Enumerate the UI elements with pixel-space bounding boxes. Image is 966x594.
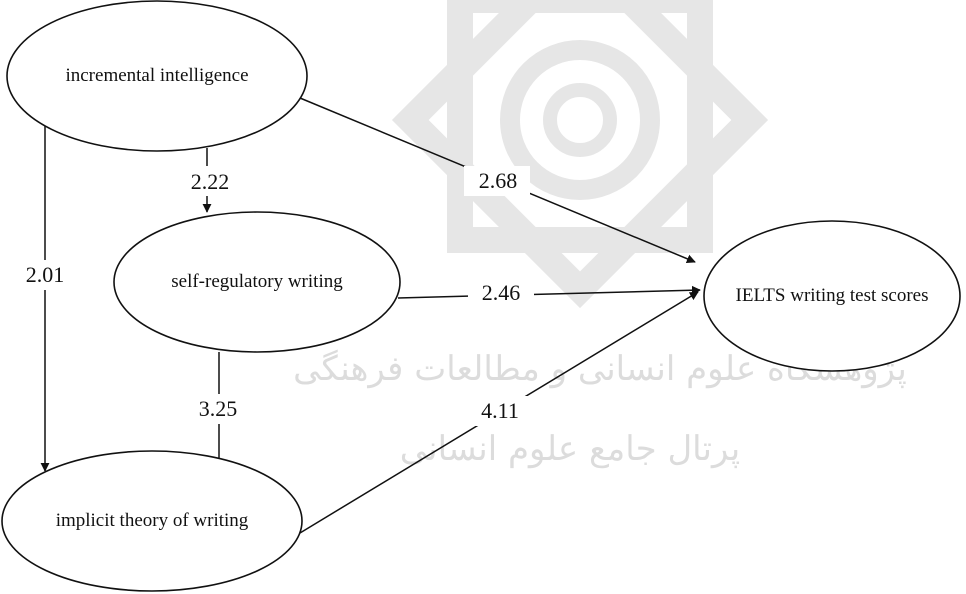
node-label-incremental-intelligence: incremental intelligence	[65, 65, 248, 86]
node-incremental-intelligence: incremental intelligence	[6, 0, 308, 152]
node-label-self-regulatory-writing: self-regulatory writing	[171, 271, 343, 292]
node-implicit-theory: implicit theory of writing	[1, 450, 303, 592]
watermark-line-2: پرتال جامع علوم انسانی	[400, 429, 740, 469]
node-label-implicit-theory: implicit theory of writing	[56, 510, 249, 531]
edge-label-ii-to-srw: 2.22	[191, 169, 230, 194]
edge-srw-to-ielts	[397, 285, 701, 299]
edge-label-implicit-to-ielts: 4.11	[481, 398, 519, 423]
node-ielts-scores: IELTS writing test scores	[703, 220, 961, 372]
watermark-logo	[391, 0, 769, 309]
edge-label-ii-to-ielts: 2.68	[479, 168, 518, 193]
node-label-ielts-scores: IELTS writing test scores	[736, 285, 929, 306]
edge-label-ii-to-implicit: 2.01	[26, 262, 65, 287]
node-self-regulatory-writing: self-regulatory writing	[113, 211, 401, 353]
edge-label-srw-to-ielts: 2.46	[482, 280, 521, 305]
edge-label-srw-to-implicit: 3.25	[199, 396, 238, 421]
